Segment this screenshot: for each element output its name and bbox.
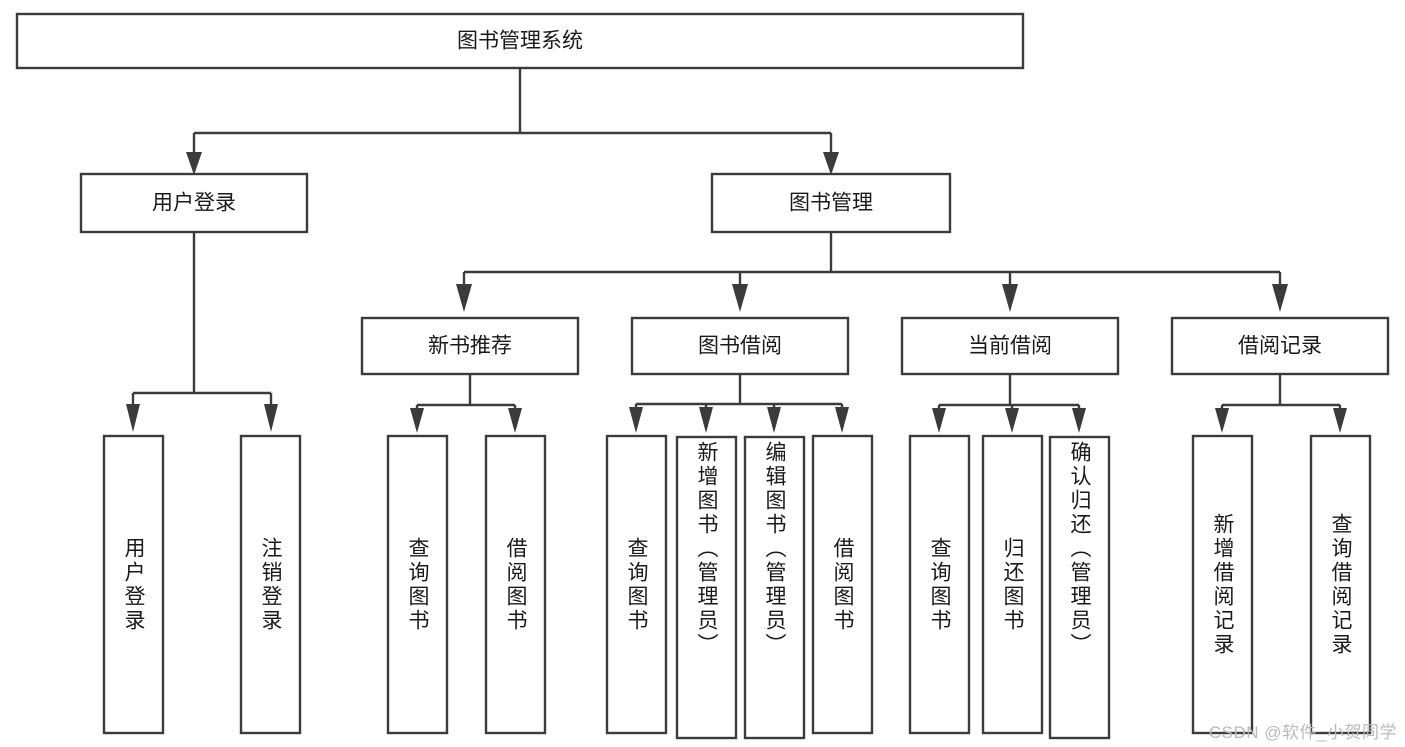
leaf-box-borrow-book-1[interactable] [484,434,547,735]
leaf-box-user-login[interactable] [102,434,165,735]
leaf-box-confirm-return[interactable] [1048,435,1111,740]
node-current-borrow-label: 当前借阅 [968,335,1052,358]
arrow-head-leaf-logout [264,404,278,432]
node-new-book-rec[interactable]: 新书推荐 [360,316,580,376]
node-book-manage-box[interactable] [710,172,952,234]
leaf-box-edit-book[interactable] [743,435,806,740]
arrow-head-user-login [186,152,202,175]
arrow-head-new-book-rec [456,284,472,312]
leaf-box-add-book[interactable] [675,435,738,740]
node-current-borrow-box[interactable] [900,316,1120,376]
node-user-login-label: 用户登录 [152,192,236,215]
node-borrow-record-box[interactable] [1170,316,1390,376]
arrow-head-leaf-query-book-3 [932,408,946,433]
leaf-box-query-book-3[interactable] [908,434,971,735]
arrow-head-leaf-return-book [1005,408,1019,433]
arrow-head-leaf-query-record [1333,408,1347,433]
arrow-head-book-manage [823,152,839,175]
connector-group [126,68,1347,433]
leaf-box-query-book-2[interactable] [605,434,668,735]
arrow-head-current-borrow [1002,284,1018,312]
node-borrow-record[interactable]: 借阅记录 [1170,316,1390,376]
leaf-box-add-record[interactable] [1191,434,1254,735]
node-user-login[interactable]: 用户登录 [79,172,309,234]
leaf-box-query-record[interactable] [1309,434,1372,735]
node-root-label: 图书管理系统 [457,30,583,53]
node-book-borrow[interactable]: 图书借阅 [630,316,850,376]
node-book-borrow-label: 图书借阅 [698,335,782,358]
node-book-borrow-box[interactable] [630,316,850,376]
arrow-head-leaf-borrow-book-2 [835,407,849,433]
leaf-box-logout[interactable] [239,434,302,735]
leaf-box-return-book[interactable] [981,434,1044,735]
leaf-box-query-book-1[interactable] [386,434,449,735]
node-book-manage[interactable]: 图书管理 [710,172,952,234]
node-new-book-rec-label: 新书推荐 [428,335,512,358]
node-root[interactable]: 图书管理系统 [15,12,1025,70]
arrow-head-leaf-query-book-1 [410,408,424,433]
arrow-head-leaf-user-login [126,404,140,432]
node-new-book-rec-box[interactable] [360,316,580,376]
arrow-head-book-borrow [732,284,748,312]
node-root-box[interactable] [15,12,1025,70]
csdn-watermark: CSDN @软件_小贺同学 [1208,723,1397,742]
arrow-head-borrow-record [1272,284,1288,312]
node-book-manage-label: 图书管理 [789,192,873,215]
node-borrow-record-label: 借阅记录 [1238,335,1322,358]
arrow-head-leaf-borrow-book-1 [508,408,522,433]
arrow-head-leaf-add-record [1215,408,1229,433]
arrow-head-leaf-edit-book [767,407,781,433]
node-user-login-box[interactable] [79,172,309,234]
leaf-box-borrow-book-2[interactable] [811,434,874,735]
arrow-head-leaf-confirm-return [1072,408,1086,433]
arrow-head-leaf-query-book-2 [629,407,643,433]
arrow-head-leaf-add-book [699,407,713,433]
node-current-borrow[interactable]: 当前借阅 [900,316,1120,376]
